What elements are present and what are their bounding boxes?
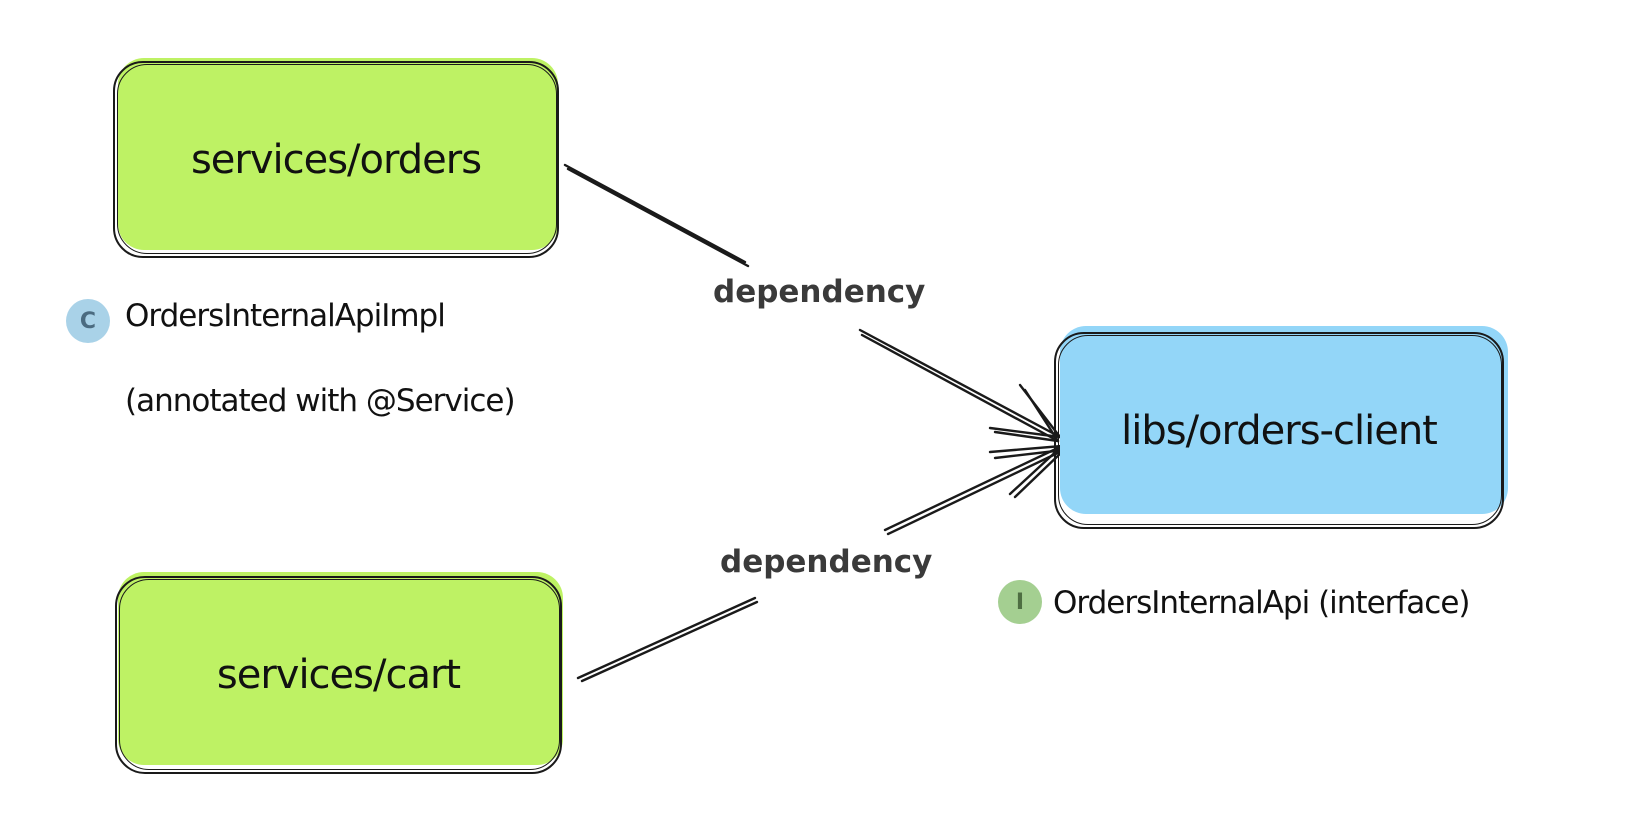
impl-class-annotation: (annotated with @Service): [125, 383, 516, 419]
client-node-outline: [1054, 332, 1504, 529]
services-cart-node[interactable]: services/cart: [115, 576, 562, 774]
interface-icon: I: [998, 580, 1042, 624]
libs-orders-client-node[interactable]: libs/orders-client: [1054, 332, 1504, 529]
interface-name: OrdersInternalApi (interface): [1053, 585, 1471, 621]
class-badge-letter: C: [79, 308, 97, 334]
edge-cart-to-client: [576, 444, 1066, 683]
cart-node-outline: [115, 576, 562, 774]
services-orders-label: services/orders: [190, 136, 482, 183]
client-node-fill: [1060, 326, 1508, 514]
edge-label-bottom: dependency: [710, 542, 943, 582]
client-node-outline-stroke: [1058, 335, 1502, 525]
cart-node-outline-stroke: [119, 579, 560, 770]
class-icon: C: [66, 299, 110, 343]
edge-label-top: dependency: [703, 272, 936, 312]
interface-badge-letter: I: [1015, 589, 1025, 615]
services-cart-label: services/cart: [216, 652, 461, 698]
services-orders-node[interactable]: services/orders: [113, 61, 559, 258]
orders-node-outline-stroke: [117, 64, 557, 254]
orders-node-outline: [113, 61, 559, 258]
orders-node-fill: [118, 58, 558, 250]
impl-class-name: OrdersInternalApiImpl: [125, 298, 446, 334]
libs-orders-client-label: libs/orders-client: [1121, 407, 1438, 454]
cart-node-fill: [118, 572, 563, 765]
edge-orders-to-client: [563, 163, 1062, 443]
